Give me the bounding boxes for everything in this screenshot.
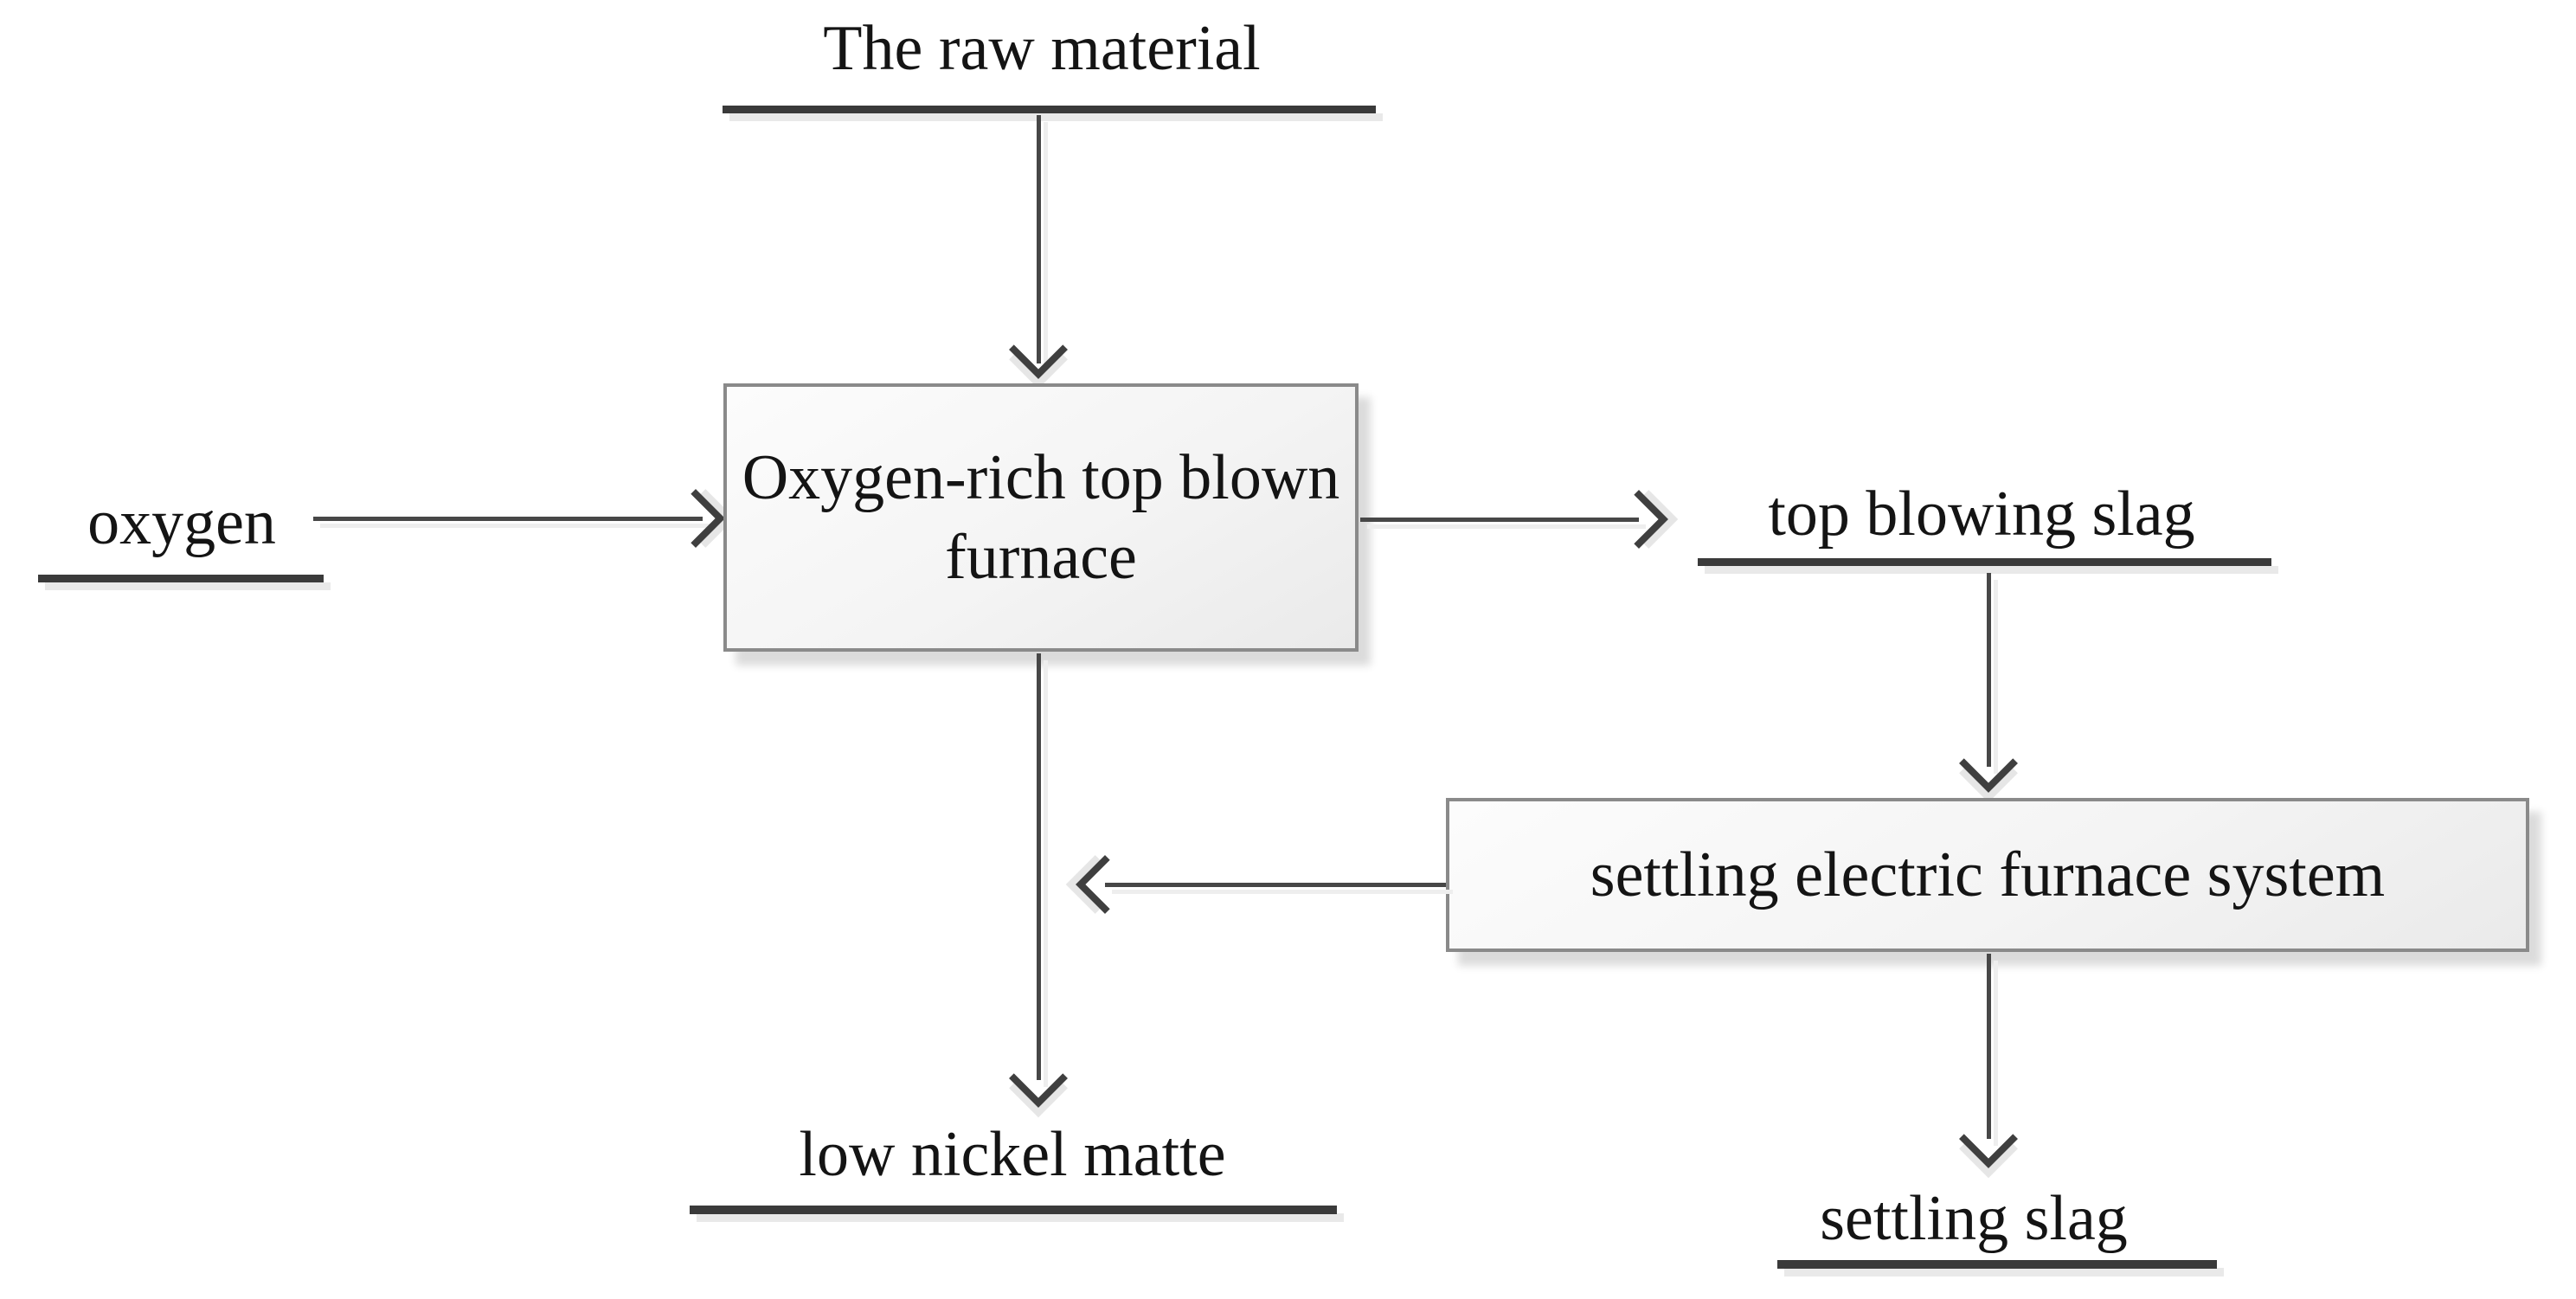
arrowhead-left-icon: [1076, 855, 1134, 914]
arrowhead-down-icon: [1009, 320, 1068, 379]
underline-settling-slag: [1777, 1260, 2217, 1269]
label-settling-slag: settling slag: [1820, 1183, 2128, 1254]
arrow-line-settling-furnace-to-matte-line: [1105, 883, 1446, 887]
arrow-line-furnace-to-low-nickel-matte: [1037, 653, 1041, 1080]
arrow-line-settling-furnace-to-settling-slag: [1987, 954, 1991, 1139]
arrow-line-oxygen-to-furnace: [313, 517, 703, 521]
arrowhead-down-icon: [1959, 1109, 2018, 1168]
underline-oxygen: [38, 575, 324, 582]
label-oxygen: oxygen: [87, 487, 276, 558]
node-label-furnace: Oxygen-rich top blown furnace: [742, 441, 1340, 594]
arrow-line-raw-material-to-furnace: [1037, 115, 1041, 363]
underline-raw-material: [723, 106, 1376, 113]
arrowhead-down-icon: [1009, 1049, 1068, 1108]
label-low-nickel-matte: low nickel matte: [799, 1119, 1226, 1190]
arrow-line-top-blowing-slag-to-settling-furnace: [1987, 573, 1991, 767]
arrowhead-right-icon: [666, 489, 725, 548]
label-raw-material: The raw material: [823, 13, 1261, 84]
arrow-line-furnace-to-top-blowing-slag: [1360, 518, 1639, 522]
arrowhead-right-icon: [1609, 490, 1668, 549]
node-oxygen-rich-top-blown-furnace: Oxygen-rich top blown furnace: [723, 383, 1359, 652]
node-label-settling-furnace: settling electric furnace system: [1590, 839, 2386, 910]
underline-top-blowing-slag: [1698, 558, 2271, 566]
node-settling-electric-furnace-system: settling electric furnace system: [1446, 798, 2529, 952]
underline-low-nickel-matte: [690, 1206, 1337, 1214]
arrowhead-down-icon: [1959, 734, 2018, 793]
label-top-blowing-slag: top blowing slag: [1768, 479, 2195, 550]
